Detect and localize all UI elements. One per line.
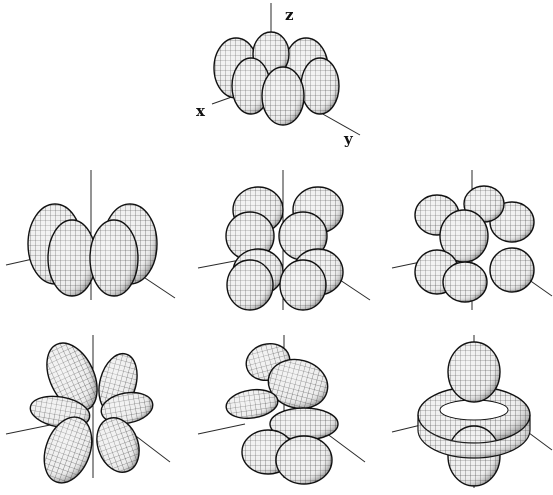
lobe bbox=[448, 342, 500, 402]
orbital-mid-right bbox=[392, 170, 552, 310]
orbital-bottom-left bbox=[6, 335, 170, 489]
lobe bbox=[48, 220, 96, 296]
lobes bbox=[214, 32, 339, 125]
orbital-bottom-center bbox=[198, 335, 365, 484]
orbital-mid-center bbox=[198, 170, 370, 310]
lobes bbox=[418, 342, 530, 486]
lobe bbox=[227, 260, 273, 310]
lobe bbox=[490, 248, 534, 292]
lobe bbox=[90, 412, 147, 478]
lobes bbox=[415, 186, 534, 302]
y-axis-label: y bbox=[343, 130, 354, 148]
lobe bbox=[276, 436, 332, 484]
lobe bbox=[301, 58, 339, 114]
lobe bbox=[90, 220, 138, 296]
x-axis bbox=[6, 424, 55, 434]
lobe bbox=[262, 67, 304, 125]
x-axis bbox=[198, 424, 245, 434]
lobes bbox=[226, 187, 343, 310]
orbital-mid-left bbox=[6, 170, 175, 300]
z-axis-label: z bbox=[285, 6, 294, 24]
orbital-top-center: x y z bbox=[196, 3, 360, 148]
lobes bbox=[224, 339, 338, 484]
lobe bbox=[280, 260, 326, 310]
orbital-bottom-right bbox=[392, 335, 552, 488]
lobes bbox=[28, 335, 155, 489]
x-axis-label: x bbox=[196, 102, 206, 120]
lobes bbox=[28, 204, 157, 296]
lobe bbox=[443, 262, 487, 302]
